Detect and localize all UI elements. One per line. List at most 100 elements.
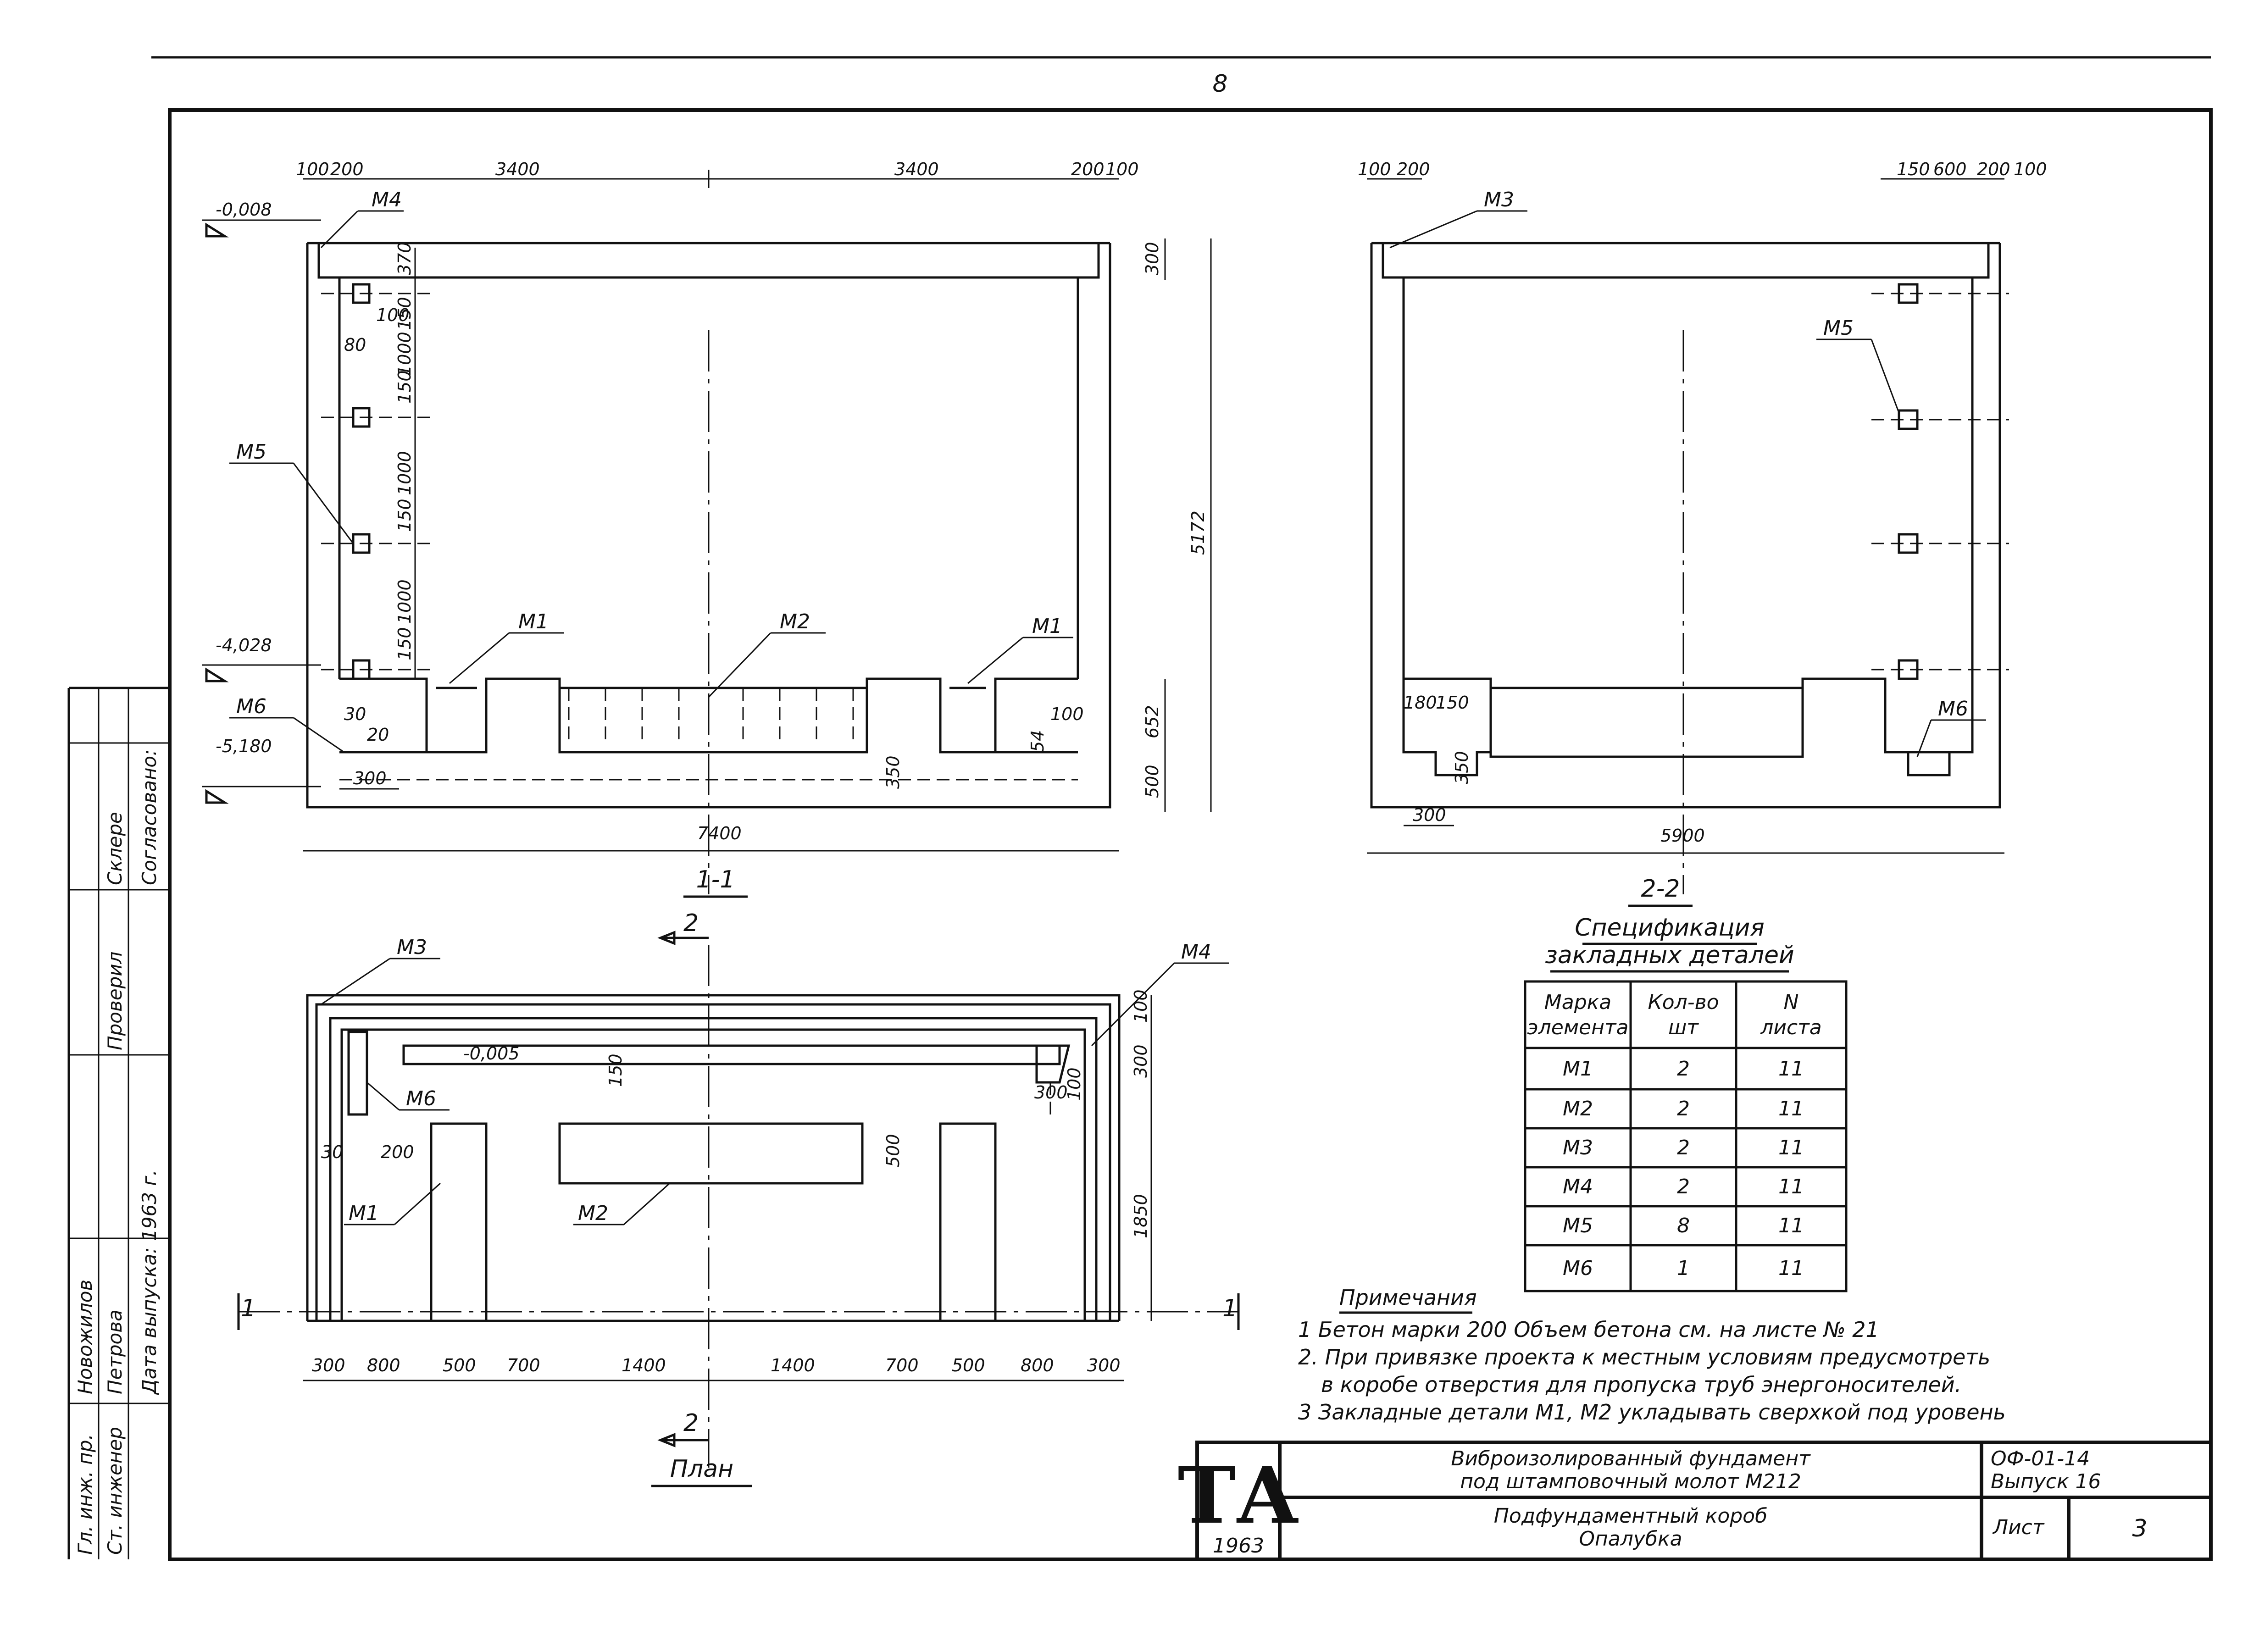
plan-dim-200: 200 [381, 1142, 414, 1162]
dim-1-1-left-1000c: 1000 [394, 579, 415, 624]
spec-r3-c2: 2 [1677, 1136, 1690, 1159]
note-4: 3 Закладные детали М1, М2 укладывать све… [1298, 1400, 2006, 1425]
tb-code-2: Выпуск 16 [1991, 1470, 2101, 1493]
dim-1-1-left-80: 80 [344, 335, 366, 355]
dim-1-1-left-150c: 150 [394, 499, 415, 532]
plan-bot-700b: 700 [885, 1355, 919, 1375]
plan-dim-500: 500 [883, 1134, 903, 1167]
stamp-date: Дата выпуска: 1963 г. [138, 1170, 161, 1395]
plan-mark-m1: М1 [349, 1202, 379, 1225]
dim-1-1-top-200b: 200 [1071, 159, 1105, 179]
spec-r6-c1: М6 [1563, 1257, 1593, 1280]
spec-r4-c3: 11 [1778, 1175, 1804, 1198]
side-stamp: Гл. инж. пр. Новожилов Ст. инженер Петро… [67, 687, 170, 1559]
section-2-2-title: 2-2 [1641, 875, 1680, 903]
logo-ta: ТА [1178, 1450, 1299, 1541]
mark-m5-1-1: М5 [236, 440, 266, 464]
dim-1-1-bot-350: 350 [883, 755, 903, 789]
note-2: 2. При привязке проекта к местным услови… [1298, 1345, 1990, 1369]
plan-right-100: 100 [1131, 989, 1151, 1023]
spec-r3-c1: М3 [1563, 1136, 1593, 1159]
dim-1-1-left-1000b: 1000 [394, 451, 415, 495]
mark-m5-2-2: М5 [1823, 316, 1854, 340]
stamp-agreed: Согласовано: [138, 749, 161, 885]
plan-dim-100: 100 [1064, 1067, 1084, 1101]
dim-2-2-300: 300 [1413, 805, 1446, 825]
stamp-role-3: Проверил [104, 952, 126, 1050]
plan-level: -0,005 [463, 1043, 520, 1064]
tb-code-1: ОФ-01-14 [1991, 1447, 2090, 1470]
dim-1-1-bot-100: 100 [1050, 704, 1084, 724]
dim-2-2-overall: 5900 [1660, 826, 1705, 846]
dim-1-1-bot-54: 54 [1027, 730, 1048, 752]
spec-r1-c3: 11 [1778, 1057, 1804, 1081]
plan-view: 1 1 2 2 -0,005 150 300 100 30 200 500 10… [237, 909, 1240, 1487]
dim-1-1-top-3400b: 3400 [894, 159, 939, 179]
sheet-frame [168, 108, 2213, 1561]
page-number: 8 [1212, 70, 1227, 98]
mark-m1a-1-1: М1 [518, 610, 549, 633]
dim-2-2-top-100b: 100 [2014, 159, 2047, 179]
dim-1-1-left-1000a: 1000 [394, 332, 415, 376]
dim-1-1-left-150d: 150 [394, 627, 415, 660]
dim-1-1-left-150: 150 [394, 297, 415, 330]
dim-1-1-left-150b: 150 [394, 370, 415, 404]
spec-r6-c3: 11 [1778, 1257, 1804, 1280]
spec-r2-c1: М2 [1563, 1097, 1593, 1120]
plan-right-1850: 1850 [1131, 1194, 1151, 1238]
plan-dim-300: 300 [1034, 1082, 1068, 1103]
plan-bot-500b: 500 [952, 1355, 985, 1375]
dim-1-1-left-100: 100 [376, 305, 410, 325]
dim-2-2-top-200: 200 [1397, 159, 1430, 179]
plan-mark-m4: М4 [1181, 940, 1211, 964]
stamp-role-1: Гл. инж. пр. [74, 1434, 96, 1555]
dim-1-1-top-100b: 100 [1105, 159, 1139, 179]
dim-1-1-bot-300: 300 [353, 768, 387, 788]
plan-bot-300b: 300 [1087, 1355, 1121, 1375]
notes: Примечания 1 Бетон марки 200 Объем бетон… [1298, 1285, 2006, 1425]
spec-h3a: N [1784, 991, 1799, 1014]
stamp-name-3: Склере [104, 812, 126, 885]
stamp-name-1: Новожилов [74, 1280, 96, 1394]
plan-bot-800a: 800 [367, 1355, 400, 1375]
mark-m6-2-2: М6 [1938, 697, 1968, 721]
dim-1-1-top-100: 100 [296, 159, 329, 179]
plan-dim-150: 150 [605, 1053, 626, 1087]
dim-1-1-left-370: 370 [394, 242, 415, 275]
plan-bot-1400b: 1400 [771, 1355, 815, 1375]
note-1: 1 Бетон марки 200 Объем бетона см. на ли… [1298, 1317, 1879, 1342]
mark-m2-1-1: М2 [780, 610, 810, 633]
plan-bot-800b: 800 [1021, 1355, 1054, 1375]
tb-sheet-number: 3 [2132, 1515, 2147, 1542]
spec-r5-c3: 11 [1778, 1214, 1804, 1237]
plan-section-1-left: 1 [241, 1295, 256, 1322]
spec-title-2: закладных деталей [1545, 942, 1794, 969]
plan-mark-m3: М3 [397, 936, 427, 959]
mark-m4-1-1: М4 [372, 188, 402, 211]
plan-dim-30: 30 [321, 1142, 343, 1162]
mark-m6-1-1: М6 [236, 695, 266, 718]
plan-section-2-top: 2 [683, 909, 699, 937]
plan-bot-300a: 300 [312, 1355, 345, 1375]
spec-h1b: элемента [1527, 1016, 1629, 1039]
spec-r2-c3: 11 [1778, 1097, 1804, 1120]
plan-right-300: 300 [1131, 1044, 1151, 1078]
dim-1-1-right-652: 652 [1142, 705, 1162, 738]
spec-h3b: листа [1760, 1016, 1822, 1039]
spec-h1a: Марка [1544, 991, 1611, 1014]
tb-year: 1963 [1213, 1534, 1264, 1558]
dim-1-1-right-300: 300 [1142, 242, 1162, 275]
plan-bot-700a: 700 [507, 1355, 540, 1375]
plan-bot-500a: 500 [443, 1355, 476, 1375]
tb-title-1: Виброизолированный фундамент [1451, 1447, 1811, 1470]
stamp-role-2: Ст. инженер [104, 1427, 126, 1555]
dim-1-1-right-500: 500 [1142, 765, 1162, 798]
plan-section-2-bottom: 2 [683, 1409, 699, 1437]
level-3: -5,180 [216, 736, 272, 756]
plan-bot-1400a: 1400 [622, 1355, 666, 1375]
plan-mark-m2: М2 [578, 1202, 608, 1225]
title-block: ТА 1963 Виброизолированный фундамент под… [1178, 1441, 2213, 1561]
stamp-name-2: Петрова [104, 1309, 126, 1394]
dim-2-2-180: 180 [1404, 693, 1437, 713]
